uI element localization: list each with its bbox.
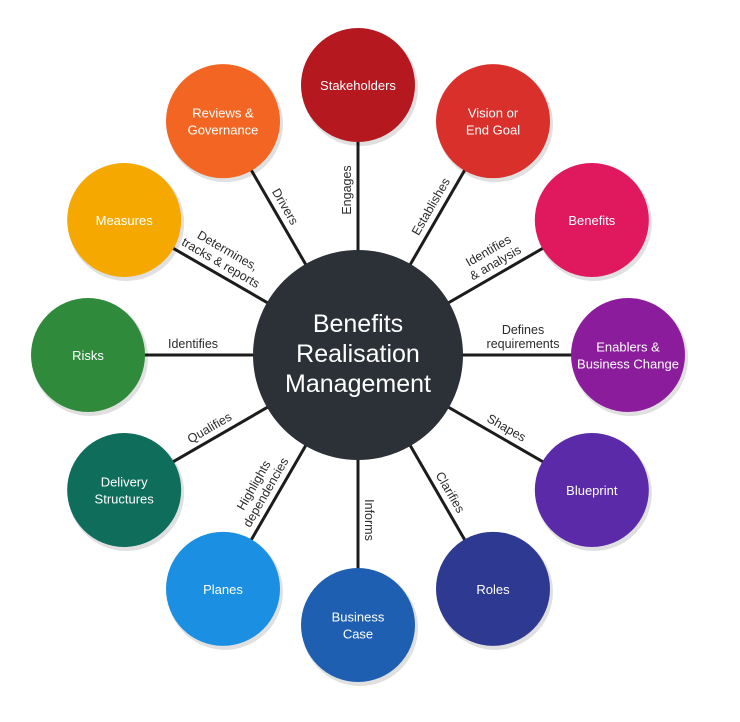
node-blueprint: Blueprint — [534, 433, 652, 551]
center-title-line-1: Benefits — [313, 310, 403, 338]
node-risks: Risks — [31, 298, 148, 416]
node-label-line: Business Change — [577, 357, 679, 372]
node-circle — [31, 298, 145, 412]
node-circle — [166, 64, 280, 179]
center-title-line-3: Management — [285, 370, 431, 398]
node-label-line: Benefits — [568, 213, 615, 228]
edge-label-line: Informs — [362, 499, 376, 541]
edge-label-benefits: Identifies& analysis — [463, 232, 523, 283]
edge-label-measures: Determines,tracks & reports — [179, 228, 262, 291]
node-circle — [571, 298, 685, 412]
node-label-line: Business — [332, 610, 385, 625]
node-label-line: Governance — [188, 123, 259, 138]
node-label-line: Reviews & — [192, 106, 254, 121]
node-benefits: Benefits — [534, 163, 652, 281]
edge-label-line: Identifies — [168, 337, 218, 351]
node-circle — [67, 163, 182, 277]
edge-label-risks: Identifies — [168, 337, 218, 351]
edge-label-stakeholders: Engages — [340, 165, 354, 214]
node-circle — [301, 28, 415, 142]
node-stakeholders: Stakeholders — [301, 28, 418, 146]
node-circle — [436, 531, 550, 646]
node-label-line: Structures — [95, 492, 155, 507]
node-measures: Measures — [67, 163, 185, 281]
node-label-line: Stakeholders — [320, 78, 396, 93]
node-vision-or-end-goal: Vision or End Goal — [436, 64, 553, 183]
node-enablers-business-change: Enablers & Business Change — [571, 298, 688, 416]
node-label-line: Planes — [203, 582, 243, 597]
node-label-line: Measures — [96, 213, 154, 228]
edge-label-line: Engages — [340, 165, 354, 214]
node-circle — [166, 531, 280, 646]
edge-label-line: Defines — [502, 323, 544, 337]
node-circle — [301, 568, 415, 682]
center-circle — [253, 250, 463, 460]
node-label-line: Roles — [476, 582, 510, 597]
edge-label-business-case: Informs — [362, 499, 376, 541]
node-label-line: End Goal — [466, 123, 520, 138]
node-label-line: Vision or — [468, 106, 519, 121]
center-node: Benefits Realisation Management — [253, 250, 463, 460]
node-label-line: Enablers & — [596, 340, 660, 355]
center-title-line-2: Realisation — [296, 340, 420, 368]
node-planes: Planes — [166, 531, 283, 650]
node-label-line: Delivery — [101, 475, 148, 490]
node-circle — [436, 64, 550, 179]
edge-label-line: requirements — [487, 337, 560, 351]
node-circle — [534, 433, 649, 547]
node-circle — [534, 163, 649, 277]
node-reviews-governance: Reviews & Governance — [166, 64, 283, 183]
node-label-line: Blueprint — [566, 483, 618, 498]
node-label-line: Risks — [72, 348, 104, 363]
node-roles: Roles — [436, 531, 553, 650]
node-label-line: Case — [343, 627, 373, 642]
node-circle — [67, 433, 182, 547]
